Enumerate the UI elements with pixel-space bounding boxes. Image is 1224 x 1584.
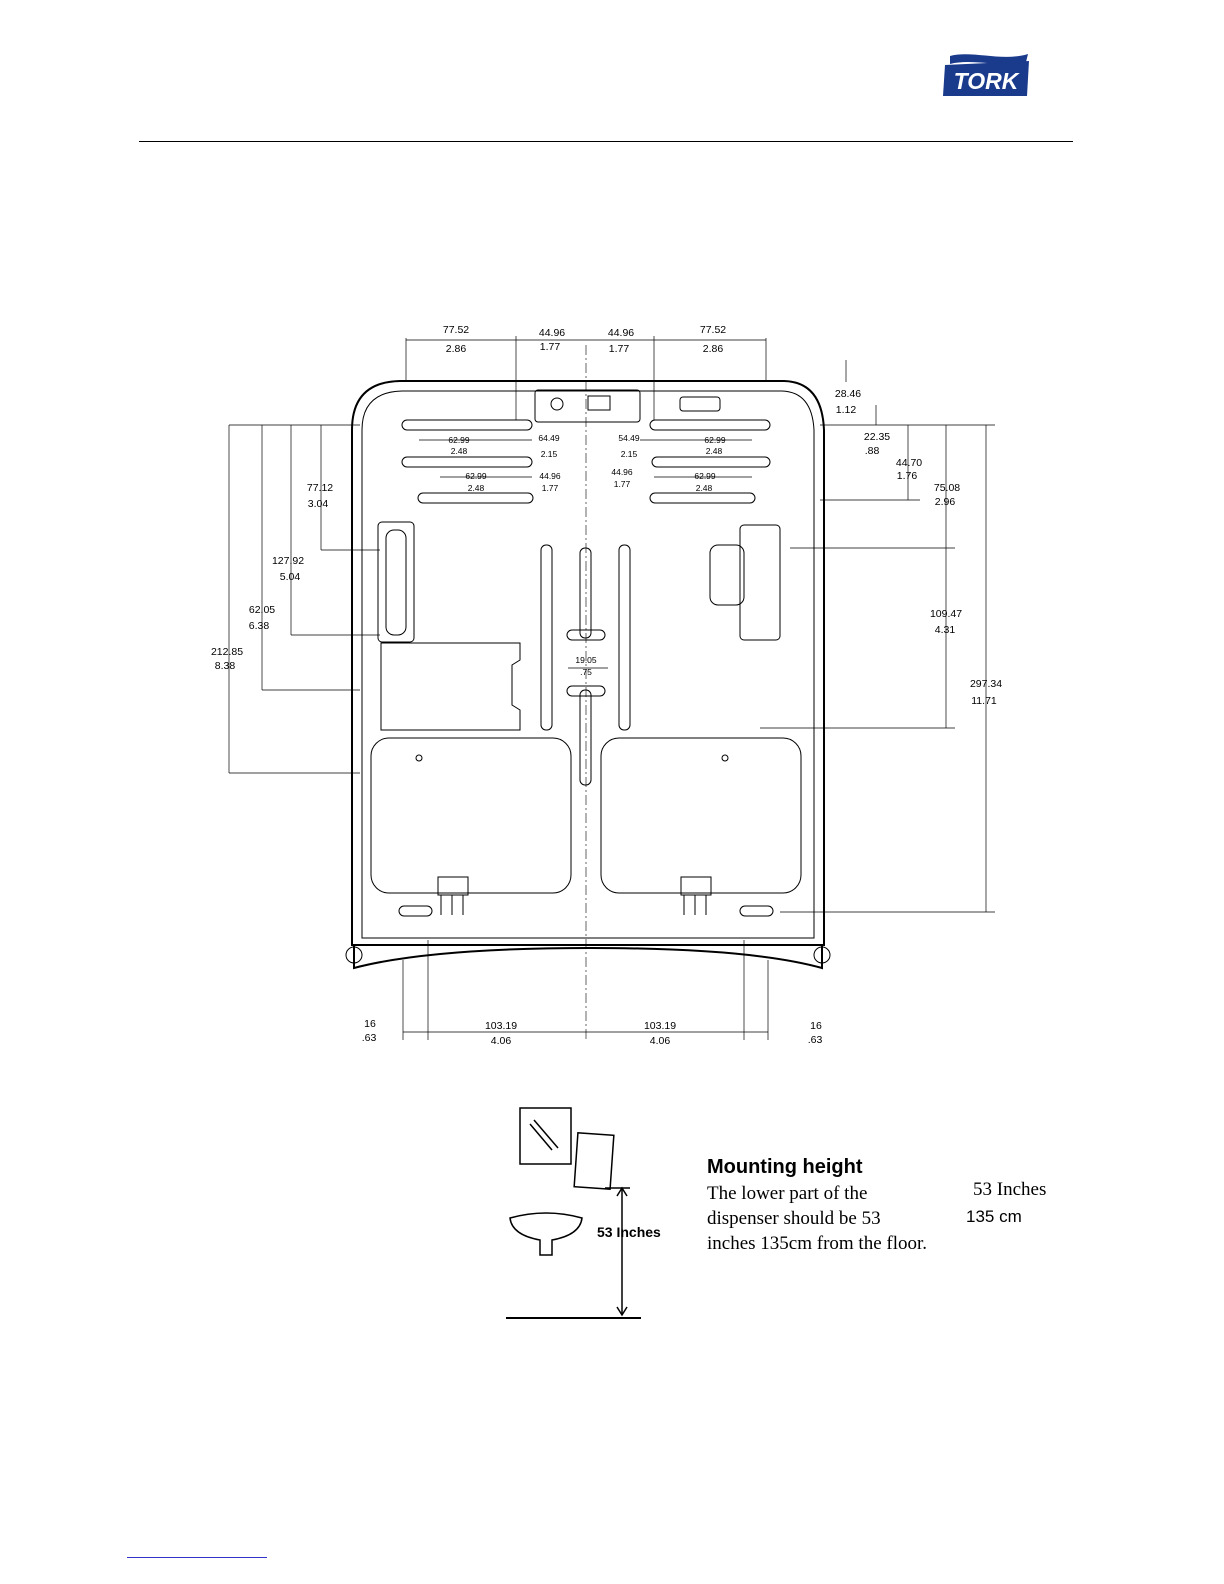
dispenser-drawing: 77.52 2.86 44.96 1.77 44.96 1.77 77.52 2… [211,324,1002,1047]
dim-inner-6-in: 1.77 [542,483,559,493]
mounting-title: Mounting height [707,1156,863,1178]
tork-logo: TORK [942,52,1032,98]
mounting-height-inches: 53 Inches [973,1179,1047,1200]
dim-left-1-mm: 77.12 [307,482,333,494]
dim-left-3-mm: 62.05 [249,604,275,616]
sink-icon [509,1212,583,1256]
dim-inner-7-in: 1.77 [614,479,631,489]
mounting-text-line-2: dispenser should be 53 [707,1208,881,1229]
mounting-illustration [506,1107,641,1319]
dim-top-4-in: 2.86 [703,343,724,355]
dim-inner-8-mm: 62.99 [694,471,716,481]
dim-right-2-in: .88 [865,445,880,457]
dim-inner-4-in: 2.48 [706,446,723,456]
dim-right-4-mm: 75.08 [934,482,960,494]
dim-left-2-mm: 127.92 [272,555,304,567]
dim-inner-3-in: 2.15 [621,449,638,459]
dim-inner-4-mm: 62.99 [704,435,726,445]
dim-left-1-in: 3.04 [308,498,329,510]
mounting-text-line-3: inches 135cm from the floor. [707,1233,928,1254]
dim-bottom-1-mm: 16 [364,1018,376,1030]
dim-right-1-mm: 28.46 [835,388,861,400]
dim-left-2-in: 5.04 [280,571,301,583]
dim-top-2-in: 1.77 [540,341,561,353]
dim-top-2-mm: 44.96 [539,327,565,339]
dim-top-1-mm: 77.52 [443,324,469,336]
dim-bottom-2-mm: 103.19 [485,1020,517,1032]
dim-right-6-mm: 297.34 [970,678,1002,690]
dim-inner-6-mm: 44.96 [539,471,561,481]
dim-inner-2-in: 2.15 [541,449,558,459]
mounting-text-line-1: The lower part of the [707,1183,868,1204]
dim-bottom-4-in: .63 [808,1034,823,1046]
mounting-figure-label: 53 Inches [597,1224,661,1240]
dim-bottom-3-in: 4.06 [650,1035,671,1047]
dim-left-4-mm: 212.85 [211,646,243,658]
dim-inner-7-mm: 44.96 [611,467,633,477]
dim-bottom-4-mm: 16 [810,1020,822,1032]
dim-inner-5-mm: 62.99 [465,471,487,481]
dim-right-5-mm: 109.47 [930,608,962,620]
dim-left-3-in: 6.38 [249,620,270,632]
dim-inner-9-mm: 19.05 [575,655,597,665]
dim-bottom-3-mm: 103.19 [644,1020,676,1032]
logo-text: TORK [954,68,1020,94]
dim-right-4-in: 2.96 [935,496,956,508]
dim-top-3-in: 1.77 [609,343,630,355]
dim-inner-9-in: .75 [580,667,592,677]
dim-top-1-in: 2.86 [446,343,467,355]
dim-inner-1-in: 2.48 [451,446,468,456]
dim-bottom-2-in: 4.06 [491,1035,512,1047]
dim-right-3-mm: 44.70 [896,457,922,469]
dim-top-3-mm: 44.96 [608,327,634,339]
dim-right-2-mm: 22.35 [864,431,890,443]
dim-right-5-in: 4.31 [935,624,956,636]
header-rule [139,141,1073,142]
dim-right-1-in: 1.12 [836,404,857,416]
dispenser-icon [573,1132,615,1190]
footer-link-underline[interactable] [127,1557,267,1558]
dispenser-bottom-lip [353,945,823,970]
dim-inner-1-mm: 62.99 [448,435,470,445]
dim-inner-2-mm: 64.49 [538,433,560,443]
dim-inner-8-in: 2.48 [696,483,713,493]
dim-inner-3-mm: 54.49 [618,433,640,443]
dim-top-4-mm: 77.52 [700,324,726,336]
dim-left-4-in: 8.38 [215,660,236,672]
mirror-icon [519,1107,572,1165]
dim-bottom-1-in: .63 [362,1032,377,1044]
dim-inner-5-in: 2.48 [468,483,485,493]
dim-right-3-in: 1.76 [897,470,918,482]
mounting-height-cm: 135 cm [966,1207,1022,1226]
dim-right-6-in: 11.71 [971,695,997,707]
